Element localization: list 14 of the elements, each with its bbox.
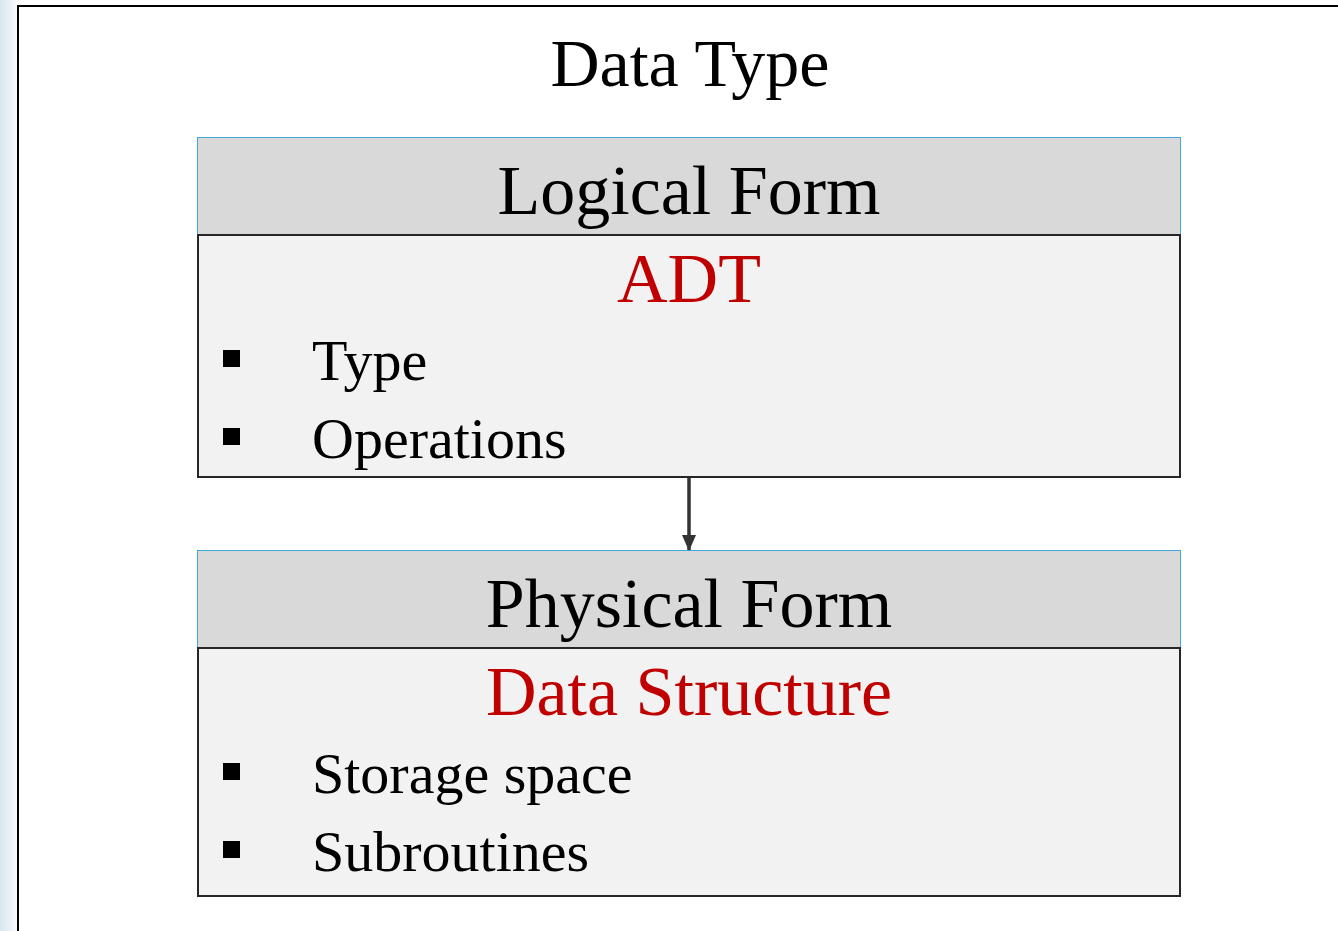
box-heading: ADT xyxy=(616,244,762,314)
box-heading: Data Structure xyxy=(484,657,894,727)
bullet-text: Operations xyxy=(312,410,567,468)
arrow xyxy=(682,478,696,551)
bullet-text: Storage space xyxy=(312,745,633,803)
header-band xyxy=(197,550,1181,647)
outer-frame xyxy=(17,5,1338,931)
bullet-text: Subroutines xyxy=(312,823,590,881)
bullet-text: Type xyxy=(312,332,428,390)
header-band xyxy=(197,137,1181,234)
header-text: Logical Form xyxy=(497,156,881,231)
header-text: Physical Form xyxy=(485,569,893,644)
content-box xyxy=(197,234,1181,478)
content-box xyxy=(197,647,1181,897)
